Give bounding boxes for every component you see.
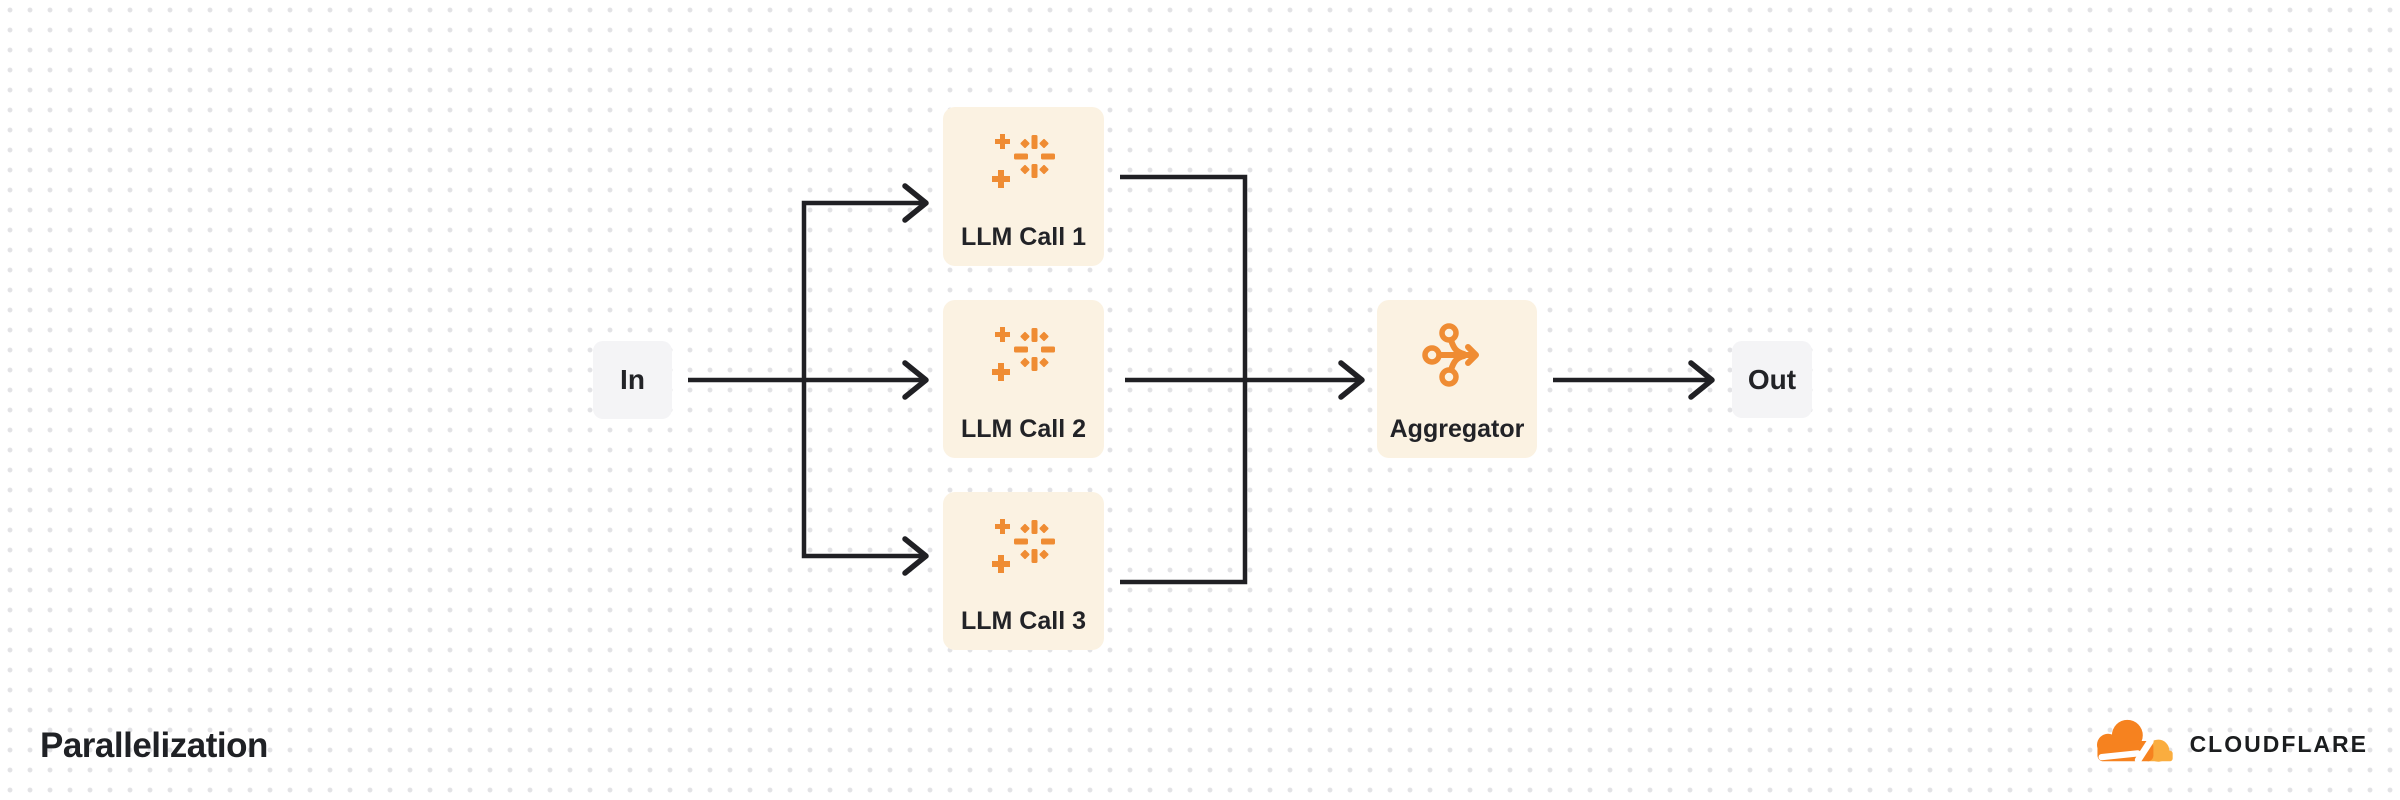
arrowhead-aggregator [1338,360,1365,400]
node-llm-call-3: LLM Call 3 [943,492,1104,650]
arrowhead-llm2 [902,360,929,400]
split-branch-lines [801,200,924,559]
arrowhead-llm3 [902,536,929,576]
node-llm-call-2: LLM Call 2 [943,300,1104,458]
cloudflare-cloud-icon [2093,715,2181,774]
sparkle-icon [989,322,1059,395]
node-out: Out [1732,341,1812,418]
node-llm-call-1-label: LLM Call 1 [960,223,1086,251]
sparkle-icon [989,129,1059,202]
diagram-title: Parallelization [40,726,268,765]
node-in-label: In [620,364,645,395]
node-llm-call-3-label: LLM Call 3 [960,607,1086,635]
arrowhead-llm1 [902,183,929,223]
node-llm-call-1: LLM Call 1 [943,107,1104,266]
sparkle-icon [989,514,1059,587]
cloudflare-logo: CLOUDFLARE [2093,715,2368,774]
node-llm-call-2-label: LLM Call 2 [960,415,1086,443]
merge-icon [1422,322,1492,395]
merge-bus-lines [1120,174,1248,585]
node-aggregator-label: Aggregator [1389,415,1525,443]
node-in: In [593,341,672,419]
arrowhead-out [1688,360,1715,400]
node-aggregator: Aggregator [1377,300,1537,458]
cloudflare-logo-text: CLOUDFLARE [2189,731,2368,757]
node-out-label: Out [1747,363,1797,395]
